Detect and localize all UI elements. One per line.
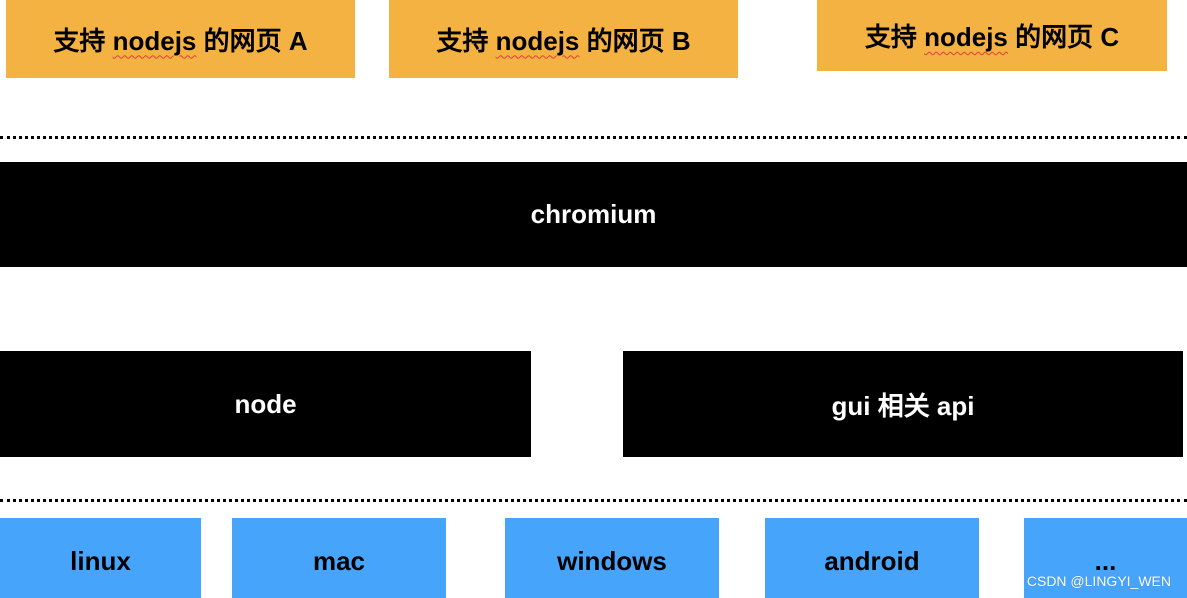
platform-label-linux: linux [70,546,131,576]
platform-label-windows: windows [557,546,667,576]
platform-box-android: android [765,518,979,598]
node-box: node [0,351,531,457]
platform-label-more: ... [1094,546,1117,576]
gui-api-label: gui 相关 api [831,390,975,421]
watermark: CSDN @LINGYI_WEN [1026,573,1171,589]
page-box-a-label: 支持 nodejs 的网页 A [53,25,308,56]
node-label: node [234,388,297,419]
platform-box-mac: mac [232,518,446,598]
page-box-b: 支持 nodejs 的网页 B [389,0,738,78]
gui-api-box: gui 相关 api [623,351,1183,457]
chromium-box: chromium [0,162,1187,267]
lower-dotted-divider [0,499,1187,502]
page-box-c-label: 支持 nodejs 的网页 C [864,22,1120,52]
platform-label-android: android [824,546,920,576]
page-box-a: 支持 nodejs 的网页 A [6,0,355,78]
platform-label-mac: mac [312,546,366,576]
page-box-c: 支持 nodejs 的网页 C [817,0,1167,71]
platform-box-windows: windows [505,518,719,598]
chromium-label: chromium [530,199,657,229]
platform-box-linux: linux [0,518,201,598]
page-box-b-label: 支持 nodejs 的网页 B [436,25,691,56]
upper-dotted-divider [0,136,1187,139]
platform-box-more: ... [1024,518,1187,598]
